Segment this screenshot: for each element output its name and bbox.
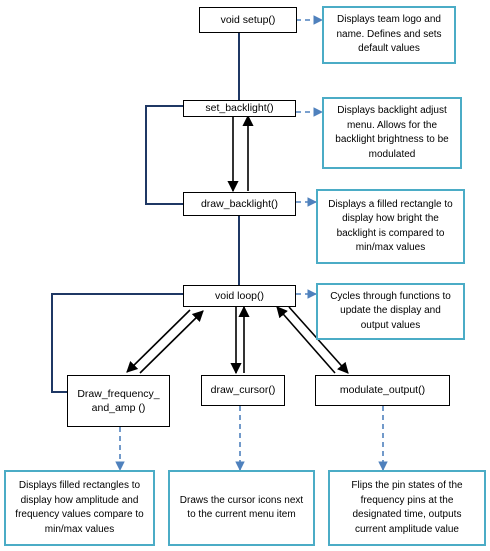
note-modulate-output-text: Flips the pin states of the frequency pi… [351,480,463,535]
arrow-draw-freq-to-loop [139,310,204,374]
note-draw-backlight: Displays a filled rectangle to display h… [316,189,465,264]
node-modulate-output-label: modulate_output() [339,384,426,397]
node-setup-label: void setup() [220,13,276,26]
note-draw-backlight-text: Displays a filled rectangle to display h… [328,198,453,254]
node-setup: void setup() [199,7,297,33]
note-loop: Cycles through functions to update the d… [316,283,465,340]
backlight-loop-line [145,105,183,205]
call-arrows [126,114,349,375]
node-set-backlight: set_backlight() [183,100,296,117]
note-modulate-output: Flips the pin states of the frequency pi… [328,470,486,546]
note-draw-cursor-text: Draws the cursor icons next to the curre… [179,494,304,521]
note-draw-frequency: Displays filled rectangles to display ho… [4,470,155,546]
node-loop: void loop() [183,285,296,307]
arrow-modulate-to-loop [276,306,336,374]
main-loop-line [51,293,183,393]
node-loop-label: void loop() [214,289,265,302]
note-set-backlight: Displays backlight adjust menu. Allows f… [322,97,462,169]
arrow-loop-to-modulate [288,306,349,374]
note-arrows [115,15,388,471]
node-set-backlight-label: set_backlight() [205,102,274,115]
node-draw-frequency: Draw_frequency_ and_amp () [67,375,170,427]
node-draw-frequency-label: Draw_frequency_ and_amp () [77,387,160,414]
note-draw-cursor: Draws the cursor icons next to the curre… [168,470,315,546]
node-draw-cursor: draw_cursor() [201,375,285,406]
node-draw-backlight: draw_backlight() [183,192,296,216]
arrow-loop-to-draw-freq [126,309,191,373]
node-draw-cursor-label: draw_cursor() [210,384,276,397]
note-set-backlight-text: Displays backlight adjust menu. Allows f… [335,105,449,160]
flow-lines [51,33,240,393]
node-modulate-output: modulate_output() [315,375,450,406]
node-draw-backlight-label: draw_backlight() [200,197,279,210]
note-setup-text: Displays team logo and name. Defines and… [336,14,442,55]
note-setup: Displays team logo and name. Defines and… [322,6,456,64]
note-draw-frequency-text: Displays filled rectangles to display ho… [15,480,144,535]
note-loop-text: Cycles through functions to update the d… [330,290,451,331]
